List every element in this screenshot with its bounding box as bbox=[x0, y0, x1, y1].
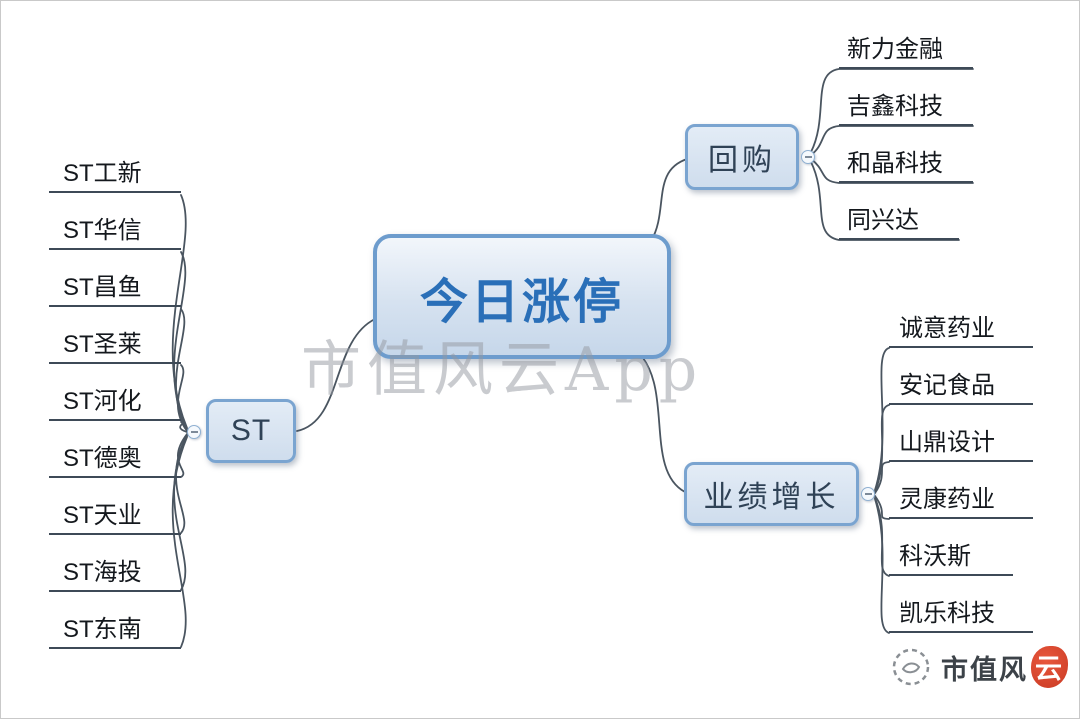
leaf-label: 吉鑫科技 bbox=[847, 93, 943, 120]
leaf-node[interactable]: 同兴达 bbox=[839, 204, 959, 240]
leaf-label: 同兴达 bbox=[847, 207, 919, 234]
leaf-node[interactable]: 和晶科技 bbox=[839, 147, 973, 183]
branch-label: ST bbox=[230, 414, 272, 447]
brand-logo: 市值风 云 bbox=[891, 646, 1068, 688]
leaf-node[interactable]: 诚意药业 bbox=[889, 312, 1033, 348]
leaf-node[interactable]: ST工新 bbox=[49, 157, 181, 193]
leaf-label: ST工新 bbox=[63, 160, 142, 187]
brand-logo-text: 市值风 云 bbox=[941, 646, 1068, 688]
leaf-label: 灵康药业 bbox=[899, 486, 995, 513]
leaf-label: ST华信 bbox=[63, 217, 142, 244]
leaf-label: 科沃斯 bbox=[899, 543, 971, 570]
collapse-button-buyback[interactable] bbox=[801, 150, 815, 164]
branch-label: 回购 bbox=[708, 144, 776, 177]
leaf-label: ST东南 bbox=[63, 616, 142, 643]
connector-line bbox=[874, 461, 890, 494]
leaf-node[interactable]: ST东南 bbox=[49, 613, 181, 649]
leaf-label: ST海投 bbox=[63, 559, 142, 586]
connector-line bbox=[810, 68, 974, 153]
leaf-label: ST河化 bbox=[63, 388, 142, 415]
connector-line bbox=[810, 161, 960, 241]
branch-node-buyback[interactable]: 回购 bbox=[685, 124, 799, 190]
brand-logo-text-main: 市值风 bbox=[941, 654, 1028, 685]
connector-line bbox=[175, 308, 188, 431]
connector-line bbox=[874, 347, 890, 491]
leaf-label: ST昌鱼 bbox=[63, 274, 142, 301]
leaf-label: 安记食品 bbox=[899, 372, 995, 399]
leaf-node[interactable]: ST圣莱 bbox=[49, 328, 181, 364]
collapse-button-st[interactable] bbox=[187, 425, 201, 439]
leaf-node[interactable]: 吉鑫科技 bbox=[839, 90, 973, 126]
leaf-label: ST德奥 bbox=[63, 445, 142, 472]
connector-line bbox=[874, 404, 890, 493]
leaf-label: ST圣莱 bbox=[63, 331, 142, 358]
central-topic-label: 今日涨停 bbox=[419, 275, 624, 329]
leaf-node[interactable]: ST昌鱼 bbox=[49, 271, 181, 307]
connector-line bbox=[874, 498, 890, 634]
leaf-node[interactable]: 安记食品 bbox=[889, 369, 1033, 405]
leaf-node[interactable]: 新力金融 bbox=[839, 33, 973, 69]
connector-line bbox=[176, 433, 188, 478]
leaf-label: 诚意药业 bbox=[899, 315, 995, 342]
minus-icon bbox=[804, 156, 812, 158]
leaf-label: 山鼎设计 bbox=[899, 429, 995, 456]
leaf-node[interactable]: 凯乐科技 bbox=[889, 597, 1033, 633]
connector-line bbox=[179, 421, 188, 433]
leaf-node[interactable]: ST河化 bbox=[49, 385, 181, 421]
leaf-node[interactable]: 灵康药业 bbox=[889, 483, 1033, 519]
connector-line bbox=[810, 158, 974, 184]
minus-icon bbox=[190, 431, 198, 433]
connector-line bbox=[642, 357, 686, 493]
branch-label: 业绩增长 bbox=[703, 481, 840, 514]
brand-logo-text-cloud: 云 bbox=[1031, 646, 1068, 688]
leaf-node[interactable]: ST德奥 bbox=[49, 442, 181, 478]
central-topic[interactable]: 今日涨停 bbox=[373, 234, 671, 359]
leaf-label: 和晶科技 bbox=[847, 150, 943, 177]
leaf-node[interactable]: ST华信 bbox=[49, 214, 181, 250]
leaf-node[interactable]: 山鼎设计 bbox=[889, 426, 1033, 462]
leaf-label: 凯乐科技 bbox=[899, 600, 995, 627]
connector-line bbox=[171, 436, 188, 648]
branch-node-growth[interactable]: 业绩增长 bbox=[684, 462, 859, 526]
leaf-label: ST天业 bbox=[63, 502, 142, 529]
branch-node-st[interactable]: ST bbox=[206, 399, 296, 463]
leaf-node[interactable]: 科沃斯 bbox=[889, 540, 1013, 576]
connector-line bbox=[874, 495, 890, 520]
connector-line bbox=[650, 158, 688, 242]
leaf-node[interactable]: ST海投 bbox=[49, 556, 181, 592]
connector-line bbox=[296, 318, 376, 432]
minus-icon bbox=[864, 493, 872, 495]
leaf-node[interactable]: ST天业 bbox=[49, 499, 181, 535]
leaf-label: 新力金融 bbox=[847, 36, 943, 63]
connector-line bbox=[810, 125, 974, 156]
brand-logo-icon bbox=[892, 648, 930, 686]
collapse-button-growth[interactable] bbox=[861, 487, 875, 501]
